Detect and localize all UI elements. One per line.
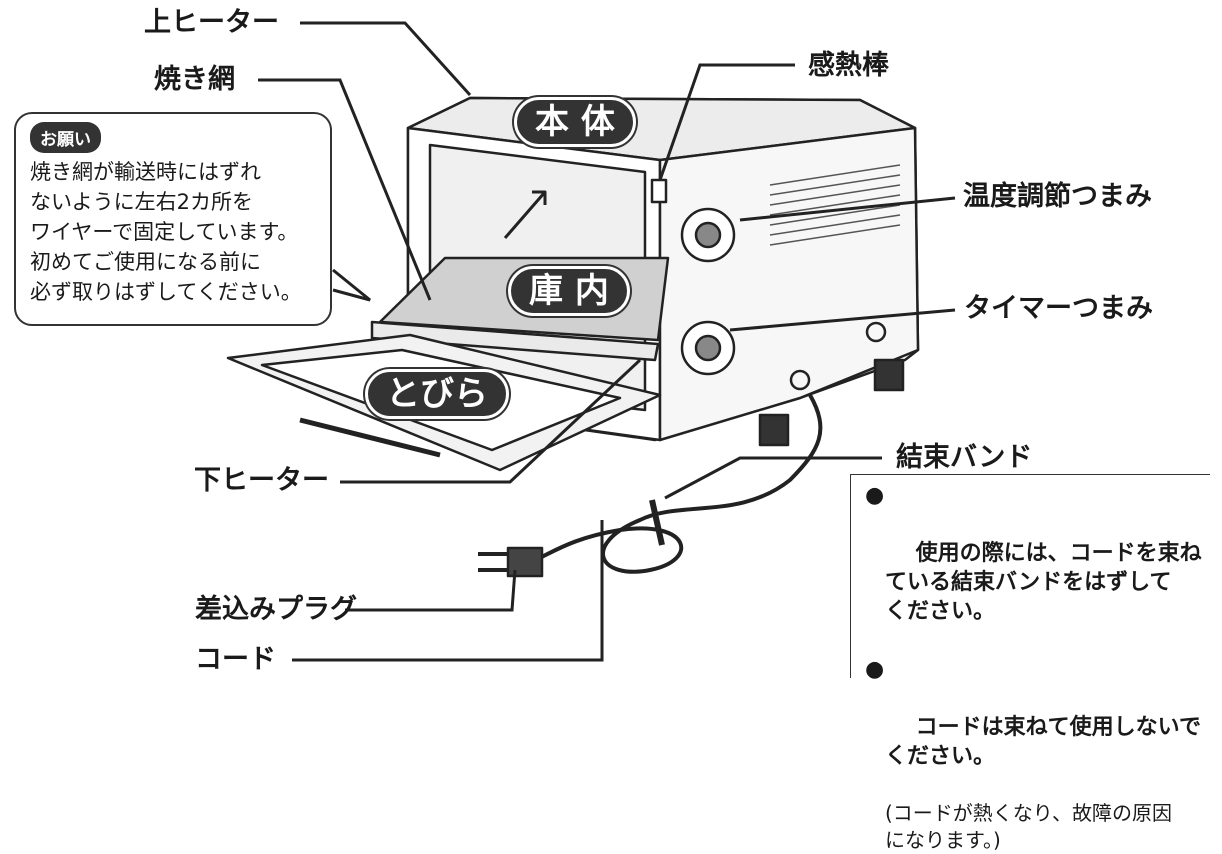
grill-net-label: 焼き網 <box>154 64 235 95</box>
door-pill: とびら <box>365 369 509 419</box>
heat-rod-label: 感熱棒 <box>808 50 889 81</box>
caution-note: ● 使用の際には、コードを束ね ている結束バンドをはずして ください。 ● コー… <box>850 474 1210 852</box>
plug-icon <box>478 546 544 578</box>
temperature-knob-label: 温度調節つまみ <box>963 181 1152 212</box>
request-note-text: 焼き網が輸送時にはずれ ないように左右2カ所を ワイヤーで固定しています。 初め… <box>30 160 302 304</box>
cord-label: コード <box>195 644 276 675</box>
caution-bullet-text: コードは束ねて使用しないで ください。 <box>885 715 1201 769</box>
upper-heater-label: 上ヒーター <box>144 7 279 38</box>
oven-foot <box>758 413 790 447</box>
binding-band-label: 結束バンド <box>896 442 1033 473</box>
request-note-tag: お願い <box>30 122 101 153</box>
leader-lines <box>258 21 956 662</box>
bullet-icon: ● <box>865 483 885 508</box>
interior-pill: 庫 内 <box>508 266 630 316</box>
body-pill: 本 体 <box>514 97 636 147</box>
caution-bullet-text: 使用の際には、コードを束ね ている結束バンドをはずして ください。 <box>885 541 1202 624</box>
temperature-knob-icon <box>680 207 736 263</box>
oven-side-panel <box>658 126 920 442</box>
caution-bullet: ● 使用の際には、コードを束ね ている結束バンドをはずして ください。 <box>865 481 1210 655</box>
arrow-icon <box>503 190 547 239</box>
caution-sub-text: (コードが熱くなり、故障の原因 になります。) <box>885 801 1173 852</box>
vent-slots <box>769 164 901 246</box>
plug-label: 差込みプラグ <box>195 594 357 625</box>
caution-bullet: ● コードは束ねて使用しないで ください。 <box>865 655 1210 800</box>
timer-knob-label: タイマーつまみ <box>964 293 1153 324</box>
oven-foot <box>873 358 905 392</box>
lower-heater-label: 下ヒーター <box>194 465 329 496</box>
binding-band <box>649 499 665 546</box>
request-note: お願い 焼き網が輸送時にはずれ ないように左右2カ所を ワイヤーで固定しています… <box>14 112 332 326</box>
heat-rod <box>650 178 668 204</box>
bullet-icon: ● <box>865 657 885 682</box>
timer-knob-icon <box>680 320 736 376</box>
